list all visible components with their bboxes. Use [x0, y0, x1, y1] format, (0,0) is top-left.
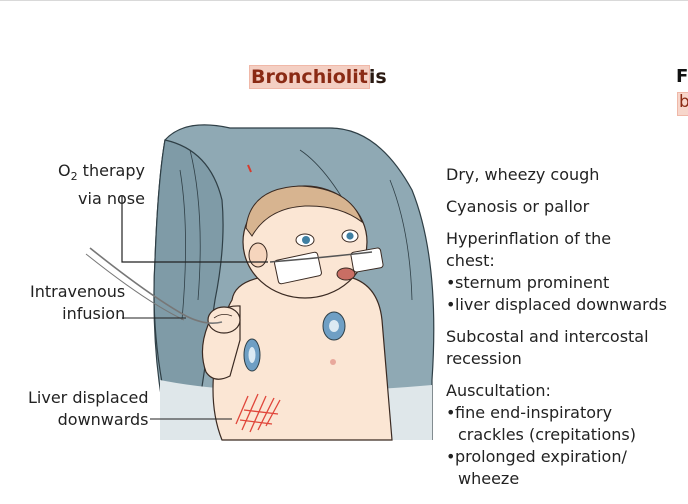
- hyper-bullet-1: •sternum prominent: [446, 272, 688, 294]
- bullet-icon: •: [446, 295, 456, 314]
- adjacent-page-highlight: b: [677, 92, 688, 116]
- ausc-heading: Auscultation:: [446, 381, 551, 400]
- o2-line2: via nose: [78, 189, 145, 209]
- hyper-bullet-2: •liver displaced downwards: [446, 294, 688, 316]
- liver-hatch: [235, 393, 281, 433]
- title-highlight: Bronchiolit: [250, 66, 369, 88]
- callout-liver: Liver displaced downwards: [28, 387, 148, 431]
- bullet-icon: •: [446, 447, 456, 466]
- hyper-line1: Hyperinflation of the: [446, 229, 612, 248]
- infant-hand: [207, 306, 241, 334]
- o2-subscript: 2: [70, 170, 78, 184]
- electrode-side: [243, 338, 261, 372]
- ausc-b1-line1: fine end-inspiratory: [455, 403, 613, 422]
- finding-auscultation: Auscultation: •fine end-inspiratory crac…: [446, 380, 688, 490]
- electrode-chest: [322, 311, 346, 341]
- top-divider: [0, 0, 688, 1]
- o2-suffix: therapy: [77, 161, 145, 180]
- hyper-b1-text: sternum prominent: [455, 273, 610, 292]
- liver-line2: downwards: [57, 410, 149, 429]
- finding-cyanosis: Cyanosis or pallor: [446, 197, 590, 216]
- infant-illustration: [85, 124, 440, 504]
- o2-tube: [121, 196, 268, 263]
- callout-iv-infusion: Intravenous infusion: [30, 281, 125, 325]
- bullet-icon: •: [446, 273, 456, 292]
- iv-line1: Intravenous: [30, 282, 126, 301]
- finding-cough: Dry, wheezy cough: [446, 165, 600, 184]
- iv-tubing: [89, 247, 223, 324]
- recession-line2: recession: [446, 349, 522, 368]
- adjacent-page-letter: F: [676, 66, 688, 87]
- ausc-bullet-1: •fine end-inspiratory: [446, 402, 688, 424]
- infant-hair: [245, 185, 364, 237]
- hyper-line2: chest:: [446, 251, 495, 270]
- iv-line2: infusion: [62, 304, 126, 323]
- liver-line1: Liver displaced: [28, 388, 149, 407]
- finding-recession: Subcostal and intercostal recession: [446, 326, 688, 370]
- finding-hyperinflation: Hyperinflation of the chest: •sternum pr…: [446, 228, 688, 316]
- ausc-b2-line2: wheeze: [458, 469, 520, 488]
- callout-o2-therapy: O2 therapy via nose: [58, 160, 145, 210]
- ausc-b2-line1: prolonged expiration/: [455, 447, 627, 466]
- clinical-findings: Dry, wheezy cough Cyanosis or pallor Hyp…: [446, 164, 688, 500]
- title-rest: is: [368, 66, 387, 88]
- ausc-bullet-2: •prolonged expiration/: [446, 446, 688, 468]
- bullet-icon: •: [446, 403, 456, 422]
- hyper-b2-text: liver displaced downwards: [455, 295, 667, 314]
- recession-line1: Subcostal and intercostal: [446, 327, 649, 346]
- adjacent-page-highlight-letter: b: [679, 92, 688, 112]
- o2-prefix: O: [58, 161, 71, 180]
- infant-mouth: [336, 267, 356, 281]
- ausc-b1-line2: crackles (crepitations): [458, 425, 636, 444]
- page-title: Bronchiolitis: [250, 66, 387, 88]
